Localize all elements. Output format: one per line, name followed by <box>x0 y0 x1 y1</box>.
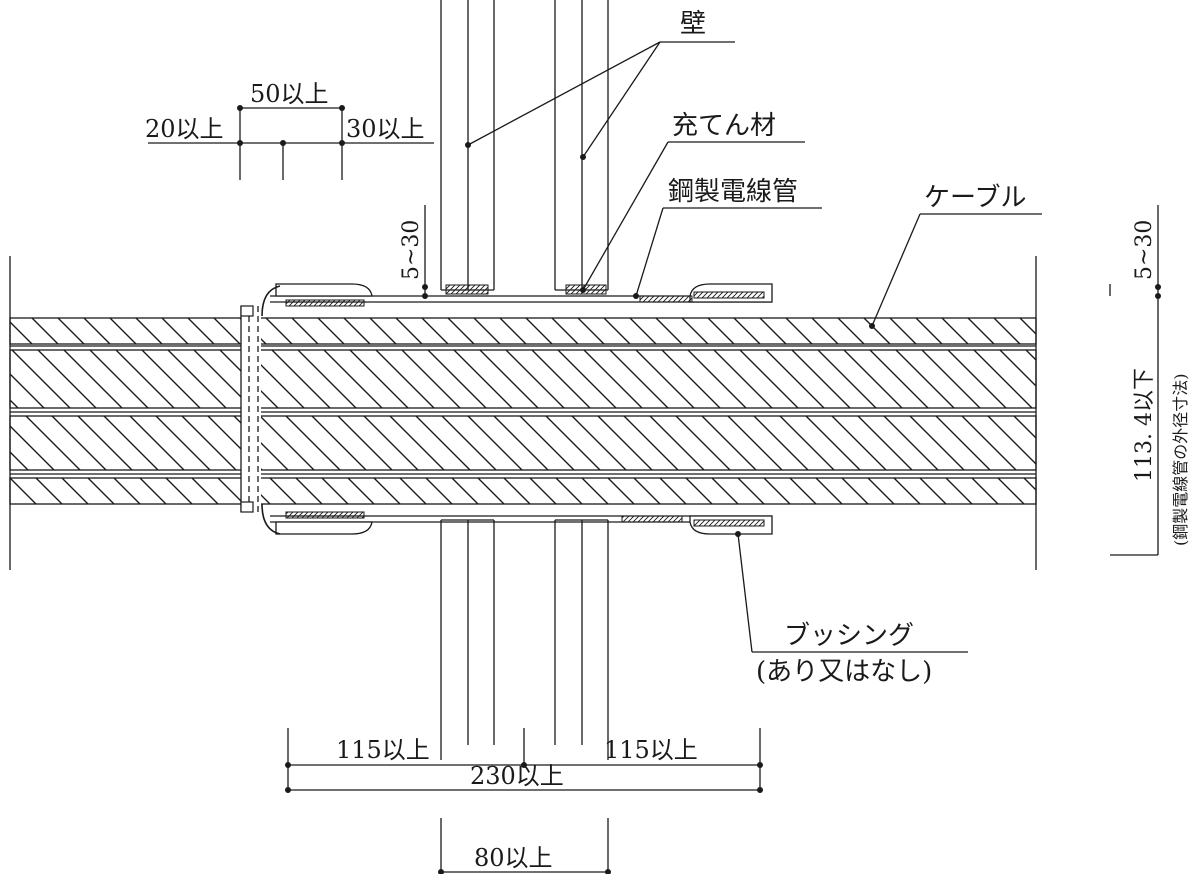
label-filler: 充てん材 <box>672 111 776 141</box>
dim-right-length-label: 115以上 <box>604 736 698 764</box>
label-cable: ケーブル <box>924 183 1026 213</box>
label-bushing-note: (あり又はなし) <box>756 657 932 687</box>
filler-right <box>565 284 607 295</box>
dim-top-left-label: 20以上 <box>145 115 224 143</box>
conduit-hatch-bottom-mid <box>621 515 683 523</box>
coupling-top-left <box>261 283 373 317</box>
dim-total-length-label: 230以上 <box>470 762 564 790</box>
coupling-bottom-left <box>261 503 373 535</box>
label-wall: 壁 <box>680 9 706 39</box>
label-conduit: 鋼製電線管 <box>668 177 798 207</box>
dim-right <box>1109 205 1161 556</box>
label-bushing: ブッシング <box>784 621 914 651</box>
dim-outer-diameter-label: 113. 4以下 <box>1132 368 1157 482</box>
coupling-top-right <box>689 283 773 303</box>
dim-gap-right-label: 5~30 <box>1132 220 1157 280</box>
dim-top-right-label: 30以上 <box>346 115 425 143</box>
bushing-dashed <box>240 305 261 513</box>
dim-top-dots <box>237 105 345 146</box>
leader-dots <box>465 142 875 537</box>
dim-gap-left <box>422 205 428 299</box>
wall-lower <box>440 519 609 760</box>
dim-bottom-dots <box>285 762 763 874</box>
cable-bundle <box>9 317 1037 505</box>
dim-gap-left-label: 5~30 <box>399 220 424 280</box>
leader-lines <box>467 41 1042 653</box>
dim-left-length-label: 115以上 <box>336 736 430 764</box>
dim-top-total-label: 50以上 <box>250 80 329 108</box>
dim-outer-diameter-note: (鋼製電線管の外径寸法) <box>1171 374 1190 547</box>
filler-left <box>445 284 489 295</box>
coupling-bottom-right <box>689 515 773 535</box>
conduit-hatch-top-mid <box>639 295 693 303</box>
section-ends <box>9 256 1037 570</box>
dim-wall-thickness-label: 80以上 <box>474 844 553 872</box>
